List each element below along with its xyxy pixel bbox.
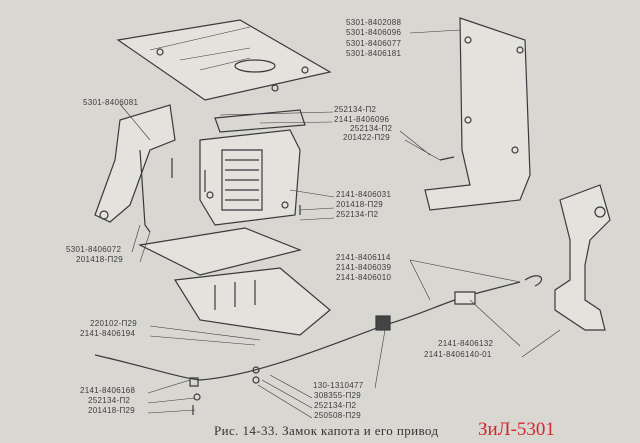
leader-lines	[119, 26, 561, 419]
release-cable	[94, 275, 543, 381]
part-label: 5301-8406072	[66, 245, 122, 254]
part-label: 2141-8406031	[336, 190, 392, 199]
model-title: ЗиЛ-5301	[478, 419, 555, 440]
lock-plate	[138, 227, 302, 276]
hinge-lever	[94, 104, 176, 233]
part-label: 201418-П29	[88, 406, 136, 415]
part-label: 2141-8406114	[336, 253, 391, 262]
part-label: 5301-8406096	[346, 28, 402, 37]
hood-plate	[116, 19, 332, 101]
figure-caption: Рис. 14-33. Замок капота и его привод	[214, 423, 439, 438]
part-label: 2141-8406168	[80, 386, 136, 395]
part-label: 201418-П29	[76, 255, 124, 264]
part-label: 252134-П2	[336, 210, 379, 219]
gasket	[214, 109, 306, 133]
lock-base-bracket	[173, 267, 331, 336]
part-label: 250508-П29	[314, 411, 362, 420]
part-label: 201418-П29	[336, 200, 384, 209]
part-label: 5301-8406181	[346, 49, 402, 58]
part-label: 2141-8406039	[336, 263, 392, 272]
part-label: 2141-8406010	[336, 273, 392, 282]
part-label: 130-1310477	[313, 381, 364, 390]
part-label: 201422-П29	[343, 133, 391, 142]
part-label: 2141-8406096	[334, 115, 390, 124]
part-label: 252134-П2	[350, 124, 393, 133]
mounting-bracket	[424, 17, 531, 211]
part-label: 5301-8406077	[346, 39, 402, 48]
release-lever	[554, 184, 611, 331]
part-label: 220102-П29	[90, 319, 138, 328]
part-label: 2141-8406194	[80, 329, 136, 338]
lock-body	[199, 129, 301, 226]
part-label: 5301-8402088	[346, 18, 402, 27]
part-label: 308355-П29	[314, 391, 362, 400]
part-label: 252134-П2	[88, 396, 131, 405]
part-label: 2141-8406132	[438, 339, 494, 348]
part-label: 5301-8406081	[83, 98, 139, 107]
part-label: 252134-П2	[334, 105, 377, 114]
part-label: 2141-8406140-01	[424, 350, 492, 359]
part-label: 252134-П2	[314, 401, 357, 410]
